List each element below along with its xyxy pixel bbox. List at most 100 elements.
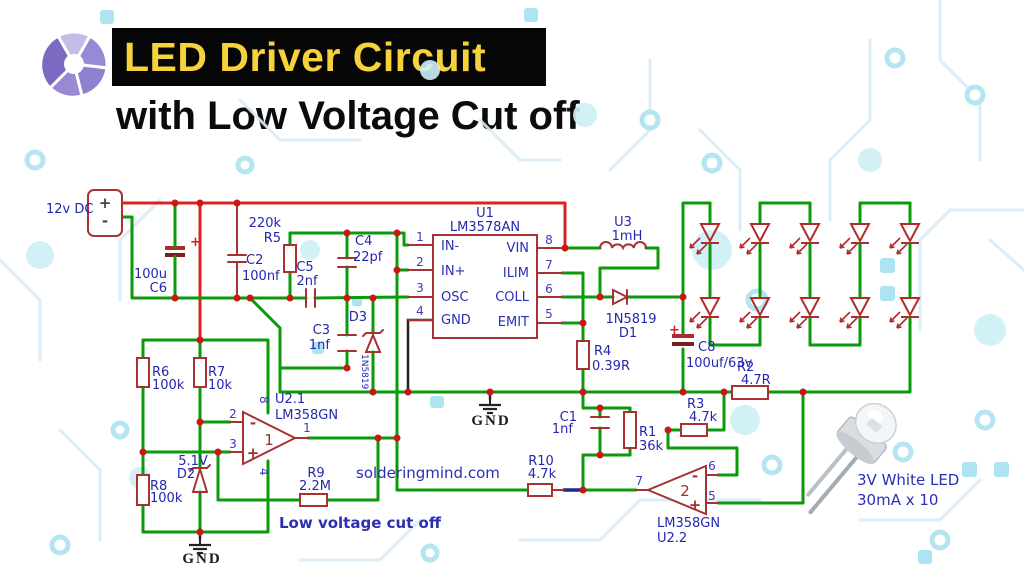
svg-text:D3: D3	[349, 310, 367, 325]
svg-text:100u: 100u	[134, 267, 167, 282]
svg-text:C2: C2	[246, 253, 263, 268]
svg-text:4.7R: 4.7R	[741, 373, 771, 388]
svg-text:GND: GND	[441, 313, 471, 328]
svg-text:100k: 100k	[150, 491, 183, 506]
gnd-text: GND	[182, 551, 221, 567]
svg-text:LM358GN: LM358GN	[657, 516, 720, 531]
svg-text:+: +	[689, 496, 702, 514]
svg-text:2: 2	[416, 255, 424, 269]
svg-text:R9: R9	[307, 466, 324, 481]
svg-text:1N5819: 1N5819	[605, 312, 656, 327]
svg-text:U2.1: U2.1	[275, 392, 305, 407]
svg-text:IN-: IN-	[441, 239, 460, 254]
capacitor-c2	[227, 202, 247, 299]
svg-text:7: 7	[635, 474, 643, 488]
svg-text:1: 1	[264, 431, 274, 449]
svg-text:1nf: 1nf	[552, 422, 574, 437]
svg-text:C1: C1	[560, 410, 577, 425]
svg-text:36k: 36k	[639, 439, 664, 454]
svg-text:8: 8	[545, 233, 553, 247]
svg-text:IN+: IN+	[441, 264, 465, 279]
svg-text:LM3578AN: LM3578AN	[450, 220, 520, 235]
wire-gnd-rail-left	[141, 459, 270, 534]
svg-text:R3: R3	[687, 397, 704, 412]
svg-text:C5: C5	[296, 260, 313, 275]
svg-text:R5: R5	[264, 231, 281, 246]
led-photo	[806, 402, 897, 515]
diode-d3	[362, 329, 384, 353]
page-subtitle: with Low Voltage Cut off	[116, 94, 580, 138]
led-name: 3V White LED	[857, 471, 959, 489]
svg-text:22pf: 22pf	[353, 250, 383, 265]
svg-text:100k: 100k	[152, 378, 185, 393]
diode-d1	[612, 288, 630, 306]
svg-text:R7: R7	[208, 365, 225, 380]
wire-minus-diagonal	[248, 296, 282, 394]
resistor-r5	[283, 244, 297, 273]
source-plus: +	[99, 194, 112, 212]
capacitor-c3	[337, 334, 357, 352]
led-spec: 30mA x 10	[857, 491, 938, 509]
resistor-r3	[680, 423, 708, 437]
svg-text:7: 7	[545, 258, 553, 272]
ic-u1	[407, 234, 563, 339]
svg-text:6: 6	[708, 459, 716, 473]
components	[87, 189, 920, 555]
svg-text:220k: 220k	[249, 216, 282, 231]
svg-text:U3: U3	[614, 215, 632, 230]
svg-text:8: 8	[257, 396, 271, 404]
svg-text:LM358GN: LM358GN	[275, 408, 338, 423]
capacitor-c8	[672, 334, 694, 346]
resistor-r6	[136, 357, 150, 388]
capacitor-c4	[337, 257, 357, 268]
resistor-r4	[576, 340, 590, 370]
svg-text:ILIM: ILIM	[503, 266, 529, 281]
svg-text:-: -	[692, 467, 698, 485]
wire-feedback-vertical	[395, 231, 530, 492]
wire-12v-minus	[120, 215, 308, 300]
svg-text:4: 4	[416, 304, 424, 318]
svg-text:+: +	[247, 444, 260, 462]
svg-text:C8: C8	[698, 340, 715, 355]
svg-text:0.39R: 0.39R	[592, 359, 630, 374]
resistor-r10	[527, 483, 553, 497]
source-minus: -	[102, 212, 108, 230]
svg-text:R8: R8	[150, 479, 167, 494]
svg-text:+: +	[190, 235, 201, 250]
svg-text:C6: C6	[150, 281, 167, 296]
svg-text:COLL: COLL	[495, 290, 530, 305]
resistor-r9	[299, 493, 328, 507]
svg-text:R4: R4	[594, 344, 611, 359]
svg-text:5: 5	[708, 489, 716, 503]
svg-text:100uf/63v: 100uf/63v	[686, 356, 753, 371]
svg-text:OSC: OSC	[441, 290, 469, 305]
svg-text:-: -	[250, 414, 256, 432]
resistor-r1	[623, 411, 637, 449]
svg-text:1nf: 1nf	[309, 338, 331, 353]
resistor-r2	[731, 385, 769, 400]
svg-text:C4: C4	[355, 234, 372, 249]
svg-text:R2: R2	[737, 360, 754, 375]
resistor-r8	[136, 474, 150, 506]
svg-text:6: 6	[545, 282, 553, 296]
diode-d2	[189, 464, 211, 493]
svg-text:1: 1	[303, 421, 311, 435]
capacitor-c5	[305, 288, 316, 308]
opamp-u22	[645, 464, 707, 516]
resistor-r7	[193, 357, 207, 388]
svg-text:VIN: VIN	[507, 241, 529, 256]
svg-text:10k: 10k	[208, 378, 233, 393]
dc-source	[87, 189, 123, 237]
labels: 12v DC + - + 100u C6 C2 100nf 220k R5 C4…	[46, 194, 959, 567]
svg-text:5.1V: 5.1V	[178, 454, 208, 469]
svg-text:2: 2	[229, 407, 237, 421]
svg-text:1N5819: 1N5819	[359, 354, 369, 390]
wire-12v-positive-rail	[120, 201, 567, 250]
svg-text:R10: R10	[528, 454, 554, 469]
watermark: solderingmind.com	[356, 464, 500, 482]
svg-text:3: 3	[416, 281, 424, 295]
gnd-text: GND	[471, 413, 510, 429]
svg-text:EMIT: EMIT	[498, 315, 529, 330]
